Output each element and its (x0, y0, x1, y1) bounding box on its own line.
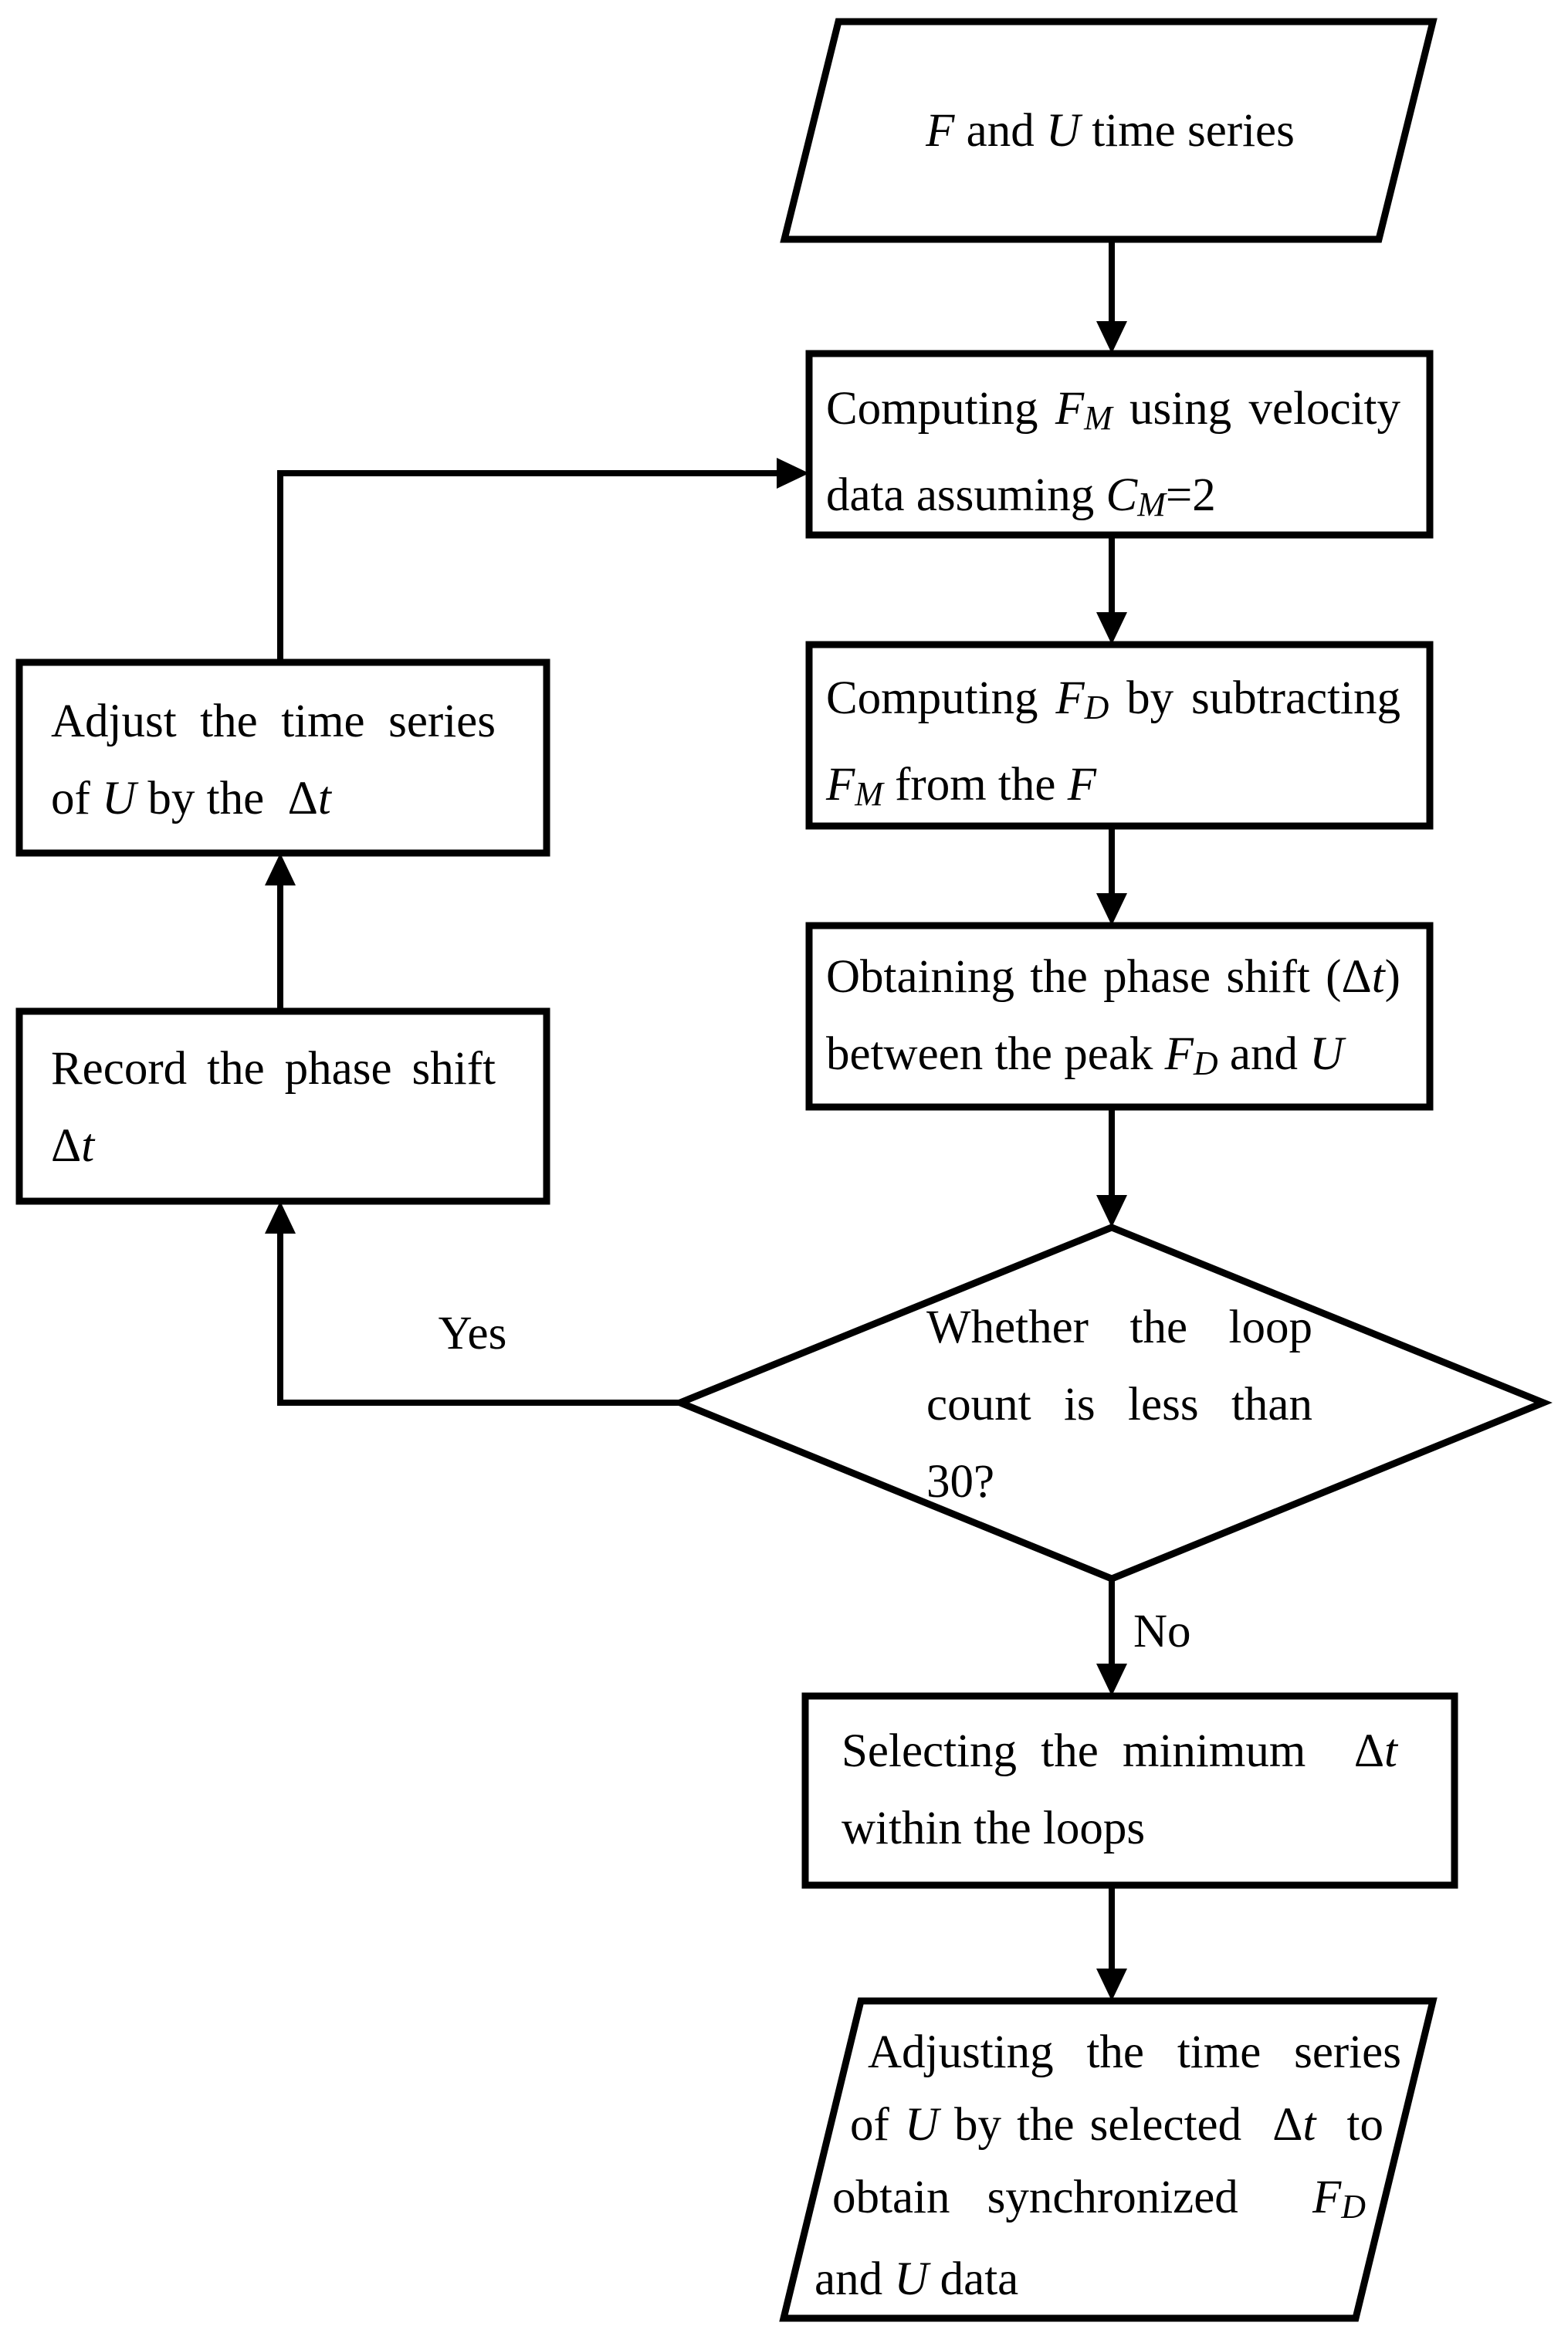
edge-decision-no-to-select-min (1096, 1579, 1127, 1696)
compute-fd-line-2: FM from the F (826, 759, 1096, 814)
phase-shift-node-label: Obtaining the phase shift (Δt) between t… (826, 939, 1400, 1102)
end-node-shape (779, 1997, 1438, 2322)
edge-compute-fm-to-compute-fd (1096, 535, 1127, 645)
arrowhead-down-icon (1096, 321, 1127, 354)
edge-phase-shift-to-decision (1096, 1107, 1127, 1227)
arrowhead-up-icon (265, 853, 296, 885)
compute-fm-line-2: data assuming CM=2 (826, 469, 1216, 524)
decision-line-3: 30? (926, 1456, 995, 1508)
end-line-1: Adjusting the time series (868, 2026, 1401, 2078)
decision-node-label: Whether the loop count is less than 30? (926, 1289, 1312, 1521)
arrowhead-down-icon (1096, 1664, 1127, 1696)
arrowhead-up-icon (265, 1201, 296, 1234)
adjust-line-2: of U by the Δt (51, 773, 331, 824)
record-line-1: Record the phase shift (51, 1043, 496, 1095)
edge-compute-fd-to-phase-shift (1096, 826, 1127, 926)
edge-record-to-adjust (265, 853, 296, 1011)
edge-label-yes: Yes (438, 1308, 507, 1359)
decision-line-1: Whether the loop (926, 1302, 1312, 1353)
arrowhead-down-icon (1096, 893, 1127, 926)
end-node-label: Adjusting the time series of U by the se… (784, 2016, 1433, 2316)
compute-fm-node-shape (805, 350, 1434, 539)
arrowhead-right-icon (777, 458, 809, 489)
adjust-node-shape (15, 658, 550, 857)
edge-adjust-loop-to-compute-fm (277, 458, 809, 662)
compute-fd-line-1: Computing FD by subtracting (826, 672, 1400, 727)
adjust-node-label: Adjust the time series of U by the Δt (51, 683, 496, 838)
end-line-2: of U by the selected Δt to (850, 2099, 1383, 2151)
arrowhead-down-icon (1096, 612, 1127, 645)
select-min-line-2: within the loops (842, 1803, 1146, 1854)
arrowhead-down-icon (1096, 1195, 1127, 1227)
start-node-label: F and U time series (871, 93, 1350, 170)
select-min-node-shape (801, 1692, 1458, 1889)
start-node-shape (780, 18, 1438, 243)
start-line-1: F and U time series (926, 105, 1295, 157)
end-line-3: obtain synchronized FD (832, 2172, 1366, 2226)
compute-fm-node-label: Computing FM using velocity data assumin… (826, 371, 1400, 543)
phase-shift-node-shape (805, 922, 1434, 1111)
decision-line-2: count is less than (926, 1379, 1312, 1430)
record-node-shape (15, 1007, 550, 1205)
decision-node-shape (671, 1224, 1553, 1583)
compute-fd-node-shape (805, 641, 1434, 830)
edge-line (277, 1231, 680, 1406)
adjust-line-1: Adjust the time series (51, 696, 496, 747)
phase-shift-line-1: Obtaining the phase shift (Δt) (826, 951, 1400, 1003)
select-min-node-label: Selecting the minimum Δt within the loop… (842, 1713, 1397, 1867)
edge-decision-yes-to-record (265, 1201, 680, 1406)
end-line-4: and U data (814, 2253, 1019, 2306)
phase-shift-line-2: between the peak FD and U (826, 1028, 1344, 1083)
select-min-line-1: Selecting the minimum Δt (842, 1725, 1397, 1777)
edge-select-min-to-end (1096, 1885, 1127, 2001)
compute-fm-line-1: Computing FM using velocity (826, 383, 1400, 438)
edge-label-no: No (1133, 1606, 1191, 1657)
compute-fd-node-label: Computing FD by subtracting FM from the … (826, 660, 1400, 833)
record-line-2: Δt (51, 1120, 95, 1172)
edge-line (277, 470, 780, 662)
arrowhead-down-icon (1096, 1969, 1127, 2001)
edge-start-to-compute-fm (1096, 239, 1127, 354)
record-node-label: Record the phase shift Δt (51, 1031, 496, 1185)
